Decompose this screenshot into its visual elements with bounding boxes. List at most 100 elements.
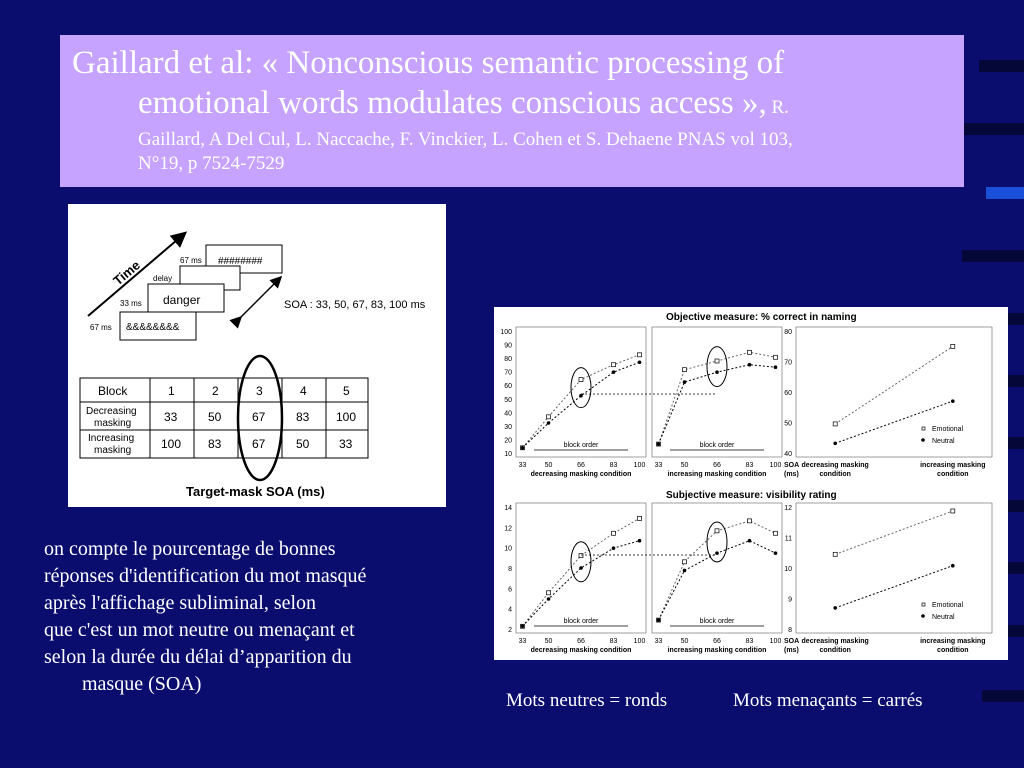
condition-label: condition [937, 471, 969, 478]
y-tick-label: 10 [504, 546, 512, 553]
y-tick-label: 10 [784, 566, 792, 573]
table-xlabel: Target-mask SOA (ms) [186, 484, 325, 499]
neutral-point [773, 365, 778, 369]
row-inc-label-2: masking [94, 445, 131, 456]
row-inc-val: 100 [161, 437, 181, 451]
x-tick-label: 66 [577, 462, 585, 469]
y-tick-label: 8 [508, 566, 512, 573]
block-order-label: block order [700, 618, 735, 625]
legend-emotional-label: Emotional [932, 602, 964, 609]
highlight-ellipse [570, 541, 592, 583]
x-tick-label: 83 [610, 638, 618, 645]
title-reference: N°19, p 7524-7529 [138, 153, 285, 174]
plot-frame [651, 326, 783, 458]
soa-axis-label: SOA [784, 462, 799, 469]
caption-threat: Mots menaçants = carrés [733, 690, 923, 711]
series-neutral-line [835, 565, 953, 609]
emotional-point [546, 414, 551, 420]
condition-label: increasing masking [920, 638, 985, 645]
x-tick-label: 33 [655, 638, 663, 645]
plot-frame [651, 502, 783, 634]
time-arrow [87, 231, 188, 317]
row-dec-label-1: Decreasing [86, 406, 137, 417]
neutral-point [611, 370, 616, 374]
neutral-point [747, 538, 752, 543]
neutral-point [520, 446, 525, 450]
neutral-point [747, 362, 752, 367]
legend-emotional-marker [921, 602, 926, 607]
series-neutral-line [522, 540, 640, 627]
x-tick-label: 100 [770, 638, 782, 645]
neutral-point [546, 597, 551, 601]
neutral-point [682, 380, 687, 384]
condition-label: condition [819, 647, 851, 654]
mask-top-text: ######## [218, 256, 263, 267]
emotional-point [578, 553, 584, 558]
y-tick-label: 80 [784, 329, 792, 336]
neutral-point [656, 442, 661, 446]
emotional-point [578, 377, 584, 382]
frame-mask-bottom [119, 311, 197, 341]
y-tick-label: 6 [508, 586, 512, 593]
emotional-point [773, 530, 778, 536]
condition-label: decreasing masking condition [531, 471, 632, 478]
table-header-5: 5 [343, 384, 350, 398]
row-inc-val: 50 [296, 437, 310, 451]
legend-neutral-label: Neutral [932, 614, 955, 621]
title-author-initial: R. [766, 97, 789, 118]
y-tick-label: 70 [504, 370, 512, 377]
bullet-line: masque (SOA) [82, 673, 202, 695]
x-tick-label: 100 [770, 462, 782, 469]
x-tick-label: 100 [634, 638, 646, 645]
x-tick-label: 50 [545, 638, 553, 645]
x-tick-label: 83 [746, 462, 754, 469]
caption-neutral: Mots neutres = ronds [506, 690, 668, 711]
neutral-point [637, 360, 642, 365]
y-tick-label: 10 [504, 451, 512, 458]
x-tick-label: 33 [655, 462, 663, 469]
y-tick-label: 50 [504, 397, 512, 404]
decor-stripe [964, 123, 1024, 135]
neutral-point [546, 421, 551, 425]
condition-label: increasing masking [920, 462, 985, 469]
emotional-point [747, 518, 752, 524]
emotional-point [950, 344, 956, 349]
neutral-point [579, 393, 583, 398]
x-tick-label: 50 [681, 462, 689, 469]
x-tick-label: 33 [519, 638, 527, 645]
y-tick-label: 50 [784, 421, 792, 428]
row-inc-label-1: Increasing [88, 433, 134, 444]
neutral-point [951, 563, 955, 568]
x-tick-label: 66 [713, 462, 721, 469]
bullet-line: selon la durée du délai d’apparition du [44, 646, 352, 668]
decor-stripe [979, 60, 1024, 72]
objective-title: Objective measure: % correct in naming [666, 312, 857, 323]
neutral-point [682, 568, 687, 573]
bullet-line: on compte le pourcentage de bonnes [44, 538, 336, 560]
plot-frame [795, 326, 993, 458]
bullet-line: que c'est un mot neutre ou menaçant et [44, 619, 355, 641]
soa-axis-label: SOA [784, 638, 799, 645]
y-tick-label: 12 [504, 525, 512, 532]
title-box: Gaillard et al: « Nonconscious semantic … [60, 35, 964, 187]
table-header-4: 4 [300, 384, 307, 398]
row-inc-val: 33 [339, 437, 353, 451]
soa-unit-label: (ms) [784, 471, 799, 478]
results-figure: Objective measure: % correct in naming S… [494, 307, 1008, 660]
neutral-point [637, 538, 642, 543]
y-tick-label: 4 [508, 607, 512, 614]
decor-stripe [986, 187, 1024, 199]
emotional-point [832, 421, 838, 427]
row-dec-val: 100 [336, 410, 356, 424]
x-tick-label: 50 [545, 462, 553, 469]
y-tick-label: 70 [784, 360, 792, 367]
condition-label: decreasing masking [802, 462, 869, 469]
time-33ms: 33 ms [120, 299, 142, 308]
paradigm-figure: Time ######## 67 ms delay danger 33 ms &… [68, 204, 446, 507]
x-tick-label: 83 [746, 638, 754, 645]
emotional-point [832, 551, 838, 557]
row-dec-val: 33 [164, 410, 178, 424]
series-neutral-line [522, 361, 640, 449]
emotional-point [682, 559, 687, 565]
series-neutral-line [835, 400, 953, 444]
